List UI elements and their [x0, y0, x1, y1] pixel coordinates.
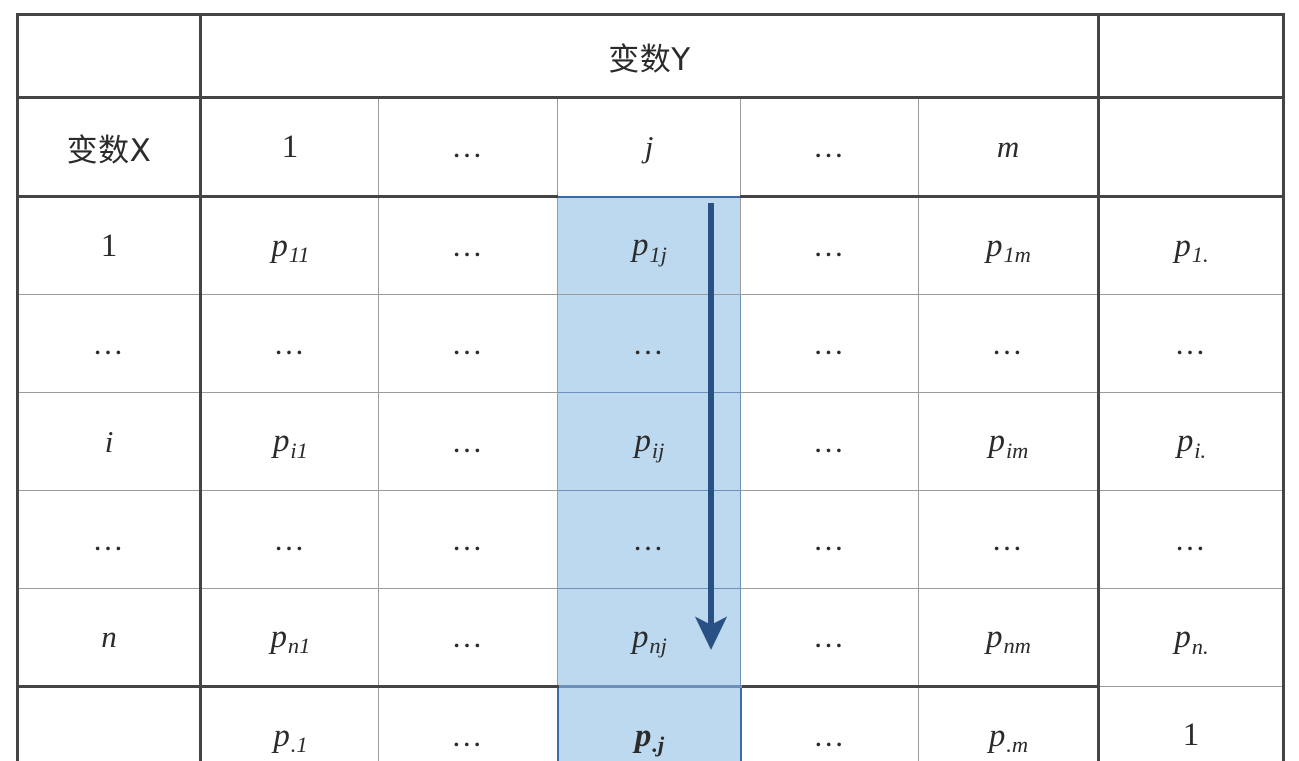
cell-1-1: p11	[200, 195, 379, 295]
bottom-left-blank	[17, 686, 202, 761]
cell-n-j: pnj	[557, 588, 741, 688]
cell-value: p11	[271, 227, 310, 268]
header-row-variable-y: 变数Y	[17, 14, 1285, 98]
table-row: i pi1 … pij … pim pi.	[17, 392, 1285, 491]
row-margin-n: pn.	[1098, 588, 1285, 687]
cell-2-4: …	[740, 294, 919, 393]
cell-2-m: …	[917, 294, 1101, 393]
cell-1-2: …	[378, 195, 558, 295]
corner-blank-cell	[17, 14, 202, 98]
cell-4-j: …	[557, 490, 741, 589]
cell-2-2: …	[378, 294, 558, 393]
cell-value: pn.	[1174, 619, 1209, 659]
cell-i-4: …	[740, 392, 919, 491]
cell-value: pn1	[270, 618, 311, 659]
col-label-4: …	[740, 96, 919, 197]
grand-total-cell: 1	[1098, 686, 1285, 761]
col-label-j: j	[557, 96, 741, 197]
cell-value: p1.	[1174, 227, 1209, 268]
cell-1-4: …	[740, 195, 919, 295]
row-margin-1: p1.	[1098, 195, 1285, 295]
col-margin-j: p.j	[556, 685, 742, 761]
cell-4-1: …	[200, 490, 379, 589]
cell-i-j: pij	[557, 392, 741, 491]
row-label-2: …	[17, 294, 202, 393]
cell-value: pij	[634, 423, 665, 463]
cell-value: pi.	[1176, 423, 1207, 463]
row-label-n: n	[17, 588, 202, 688]
cell-value: p.m	[988, 717, 1029, 758]
cell-value: pi1	[273, 423, 308, 463]
col-margin-2: …	[378, 686, 558, 761]
row-margin-4: …	[1098, 490, 1285, 589]
cell-value: p1j	[632, 227, 667, 267]
cell-value: p1m	[986, 227, 1031, 268]
row-label-i: i	[17, 392, 202, 491]
cell-value: pnm	[986, 618, 1031, 659]
cell-1-j: p1j	[557, 195, 741, 295]
cell-1-m: p1m	[917, 195, 1101, 295]
cell-i-m: pim	[917, 392, 1101, 491]
cell-value: p.j	[634, 717, 665, 758]
cell-n-1: pn1	[200, 588, 379, 688]
row-label-4: …	[17, 490, 202, 589]
cell-2-1: …	[200, 294, 379, 393]
cell-4-m: …	[917, 490, 1101, 589]
variable-x-header: 变数X	[17, 96, 202, 197]
cell-n-4: …	[740, 588, 919, 688]
col-margin-4: …	[740, 686, 919, 761]
cell-2-j: …	[557, 294, 741, 393]
column-margin-row: p.1 … p.j … p.m 1	[17, 685, 1285, 761]
cell-i-2: …	[378, 392, 558, 491]
table-row: … … … … … … …	[17, 490, 1285, 589]
col-label-m: m	[917, 96, 1101, 197]
margin-column-header-blank	[1098, 96, 1285, 197]
variable-y-header: 变数Y	[199, 14, 1101, 98]
table-row: n pn1 … pnj … pnm pn.	[17, 588, 1285, 688]
cell-i-1: pi1	[200, 392, 379, 491]
cell-n-m: pnm	[917, 588, 1101, 688]
table-row: … … … … … … …	[17, 294, 1285, 393]
cell-n-2: …	[378, 588, 558, 688]
margin-header-blank	[1098, 14, 1285, 98]
cell-value: pnj	[632, 618, 667, 659]
row-margin-i: pi.	[1098, 392, 1285, 491]
col-margin-m: p.m	[917, 686, 1101, 761]
row-label-1: 1	[17, 195, 202, 295]
table-row: 1 p11 … p1j … p1m p1.	[17, 195, 1285, 295]
cell-value: pim	[988, 423, 1029, 463]
cell-4-4: …	[740, 490, 919, 589]
row-margin-2: …	[1098, 294, 1285, 393]
col-margin-1: p.1	[200, 686, 379, 761]
col-label-2: …	[378, 96, 558, 197]
contingency-table: 变数Y 变数X 1 … j … m 1 p11 … p	[16, 13, 1286, 761]
cell-4-2: …	[378, 490, 558, 589]
col-label-1: 1	[200, 96, 379, 197]
cell-value: p.1	[273, 717, 308, 758]
header-row-column-labels: 变数X 1 … j … m	[17, 96, 1285, 197]
